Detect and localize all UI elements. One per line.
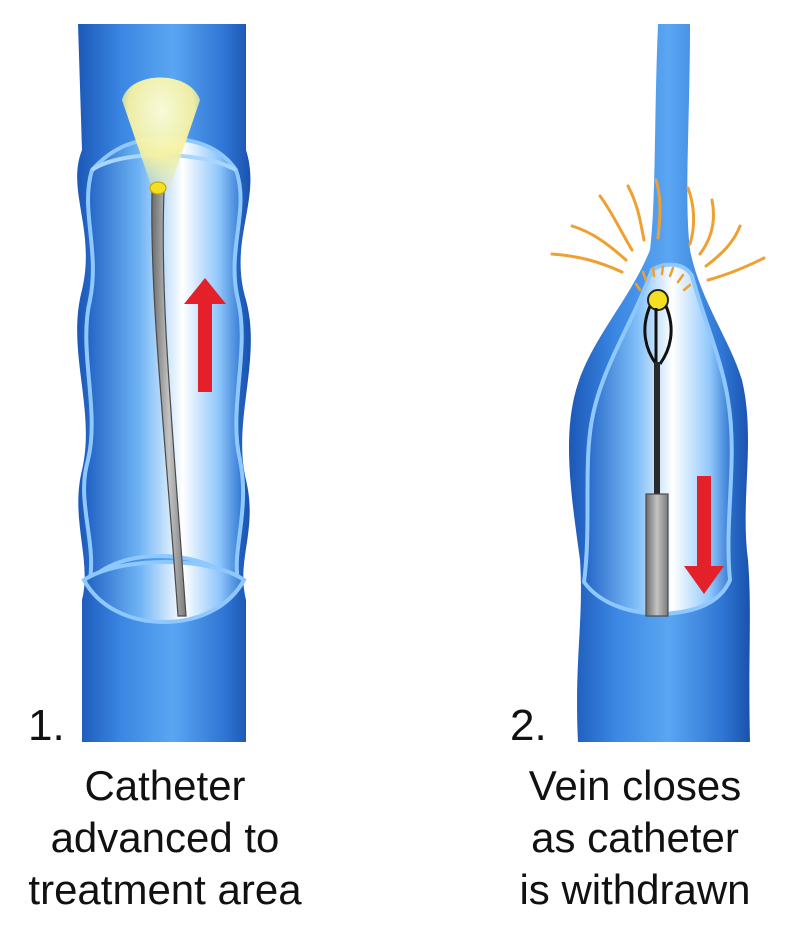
light-glow (122, 77, 200, 188)
step-number-1: 1. (28, 701, 65, 750)
caption-2: Vein closes as catheter is withdrawn (490, 760, 780, 916)
panel-1-vein (77, 24, 251, 742)
catheter-1 (151, 191, 187, 617)
caption-2-line-2: as catheter (531, 814, 739, 861)
electrode-prongs (643, 305, 673, 365)
caption-1-line-3: treatment area (28, 866, 302, 913)
caption-1-line-2: advanced to (50, 814, 280, 861)
vein-rim-1 (81, 560, 247, 625)
caption-2-line-3: is withdrawn (519, 866, 751, 913)
heat-rays (550, 178, 766, 282)
caption-1: Catheter advanced to treatment area (0, 760, 330, 916)
catheter-tip-1 (149, 181, 167, 195)
up-arrow (184, 278, 226, 392)
caption-2-line-1: Vein closes (528, 762, 742, 809)
catheter-sheath (645, 493, 669, 617)
down-arrow (684, 476, 724, 594)
catheter-tip-2 (647, 289, 669, 311)
step-number-2: 2. (510, 701, 547, 750)
catheter-wire (654, 362, 660, 498)
panel-2-vein (550, 24, 766, 742)
caption-1-line-1: Catheter (84, 762, 246, 809)
heat-arcs (634, 264, 692, 292)
